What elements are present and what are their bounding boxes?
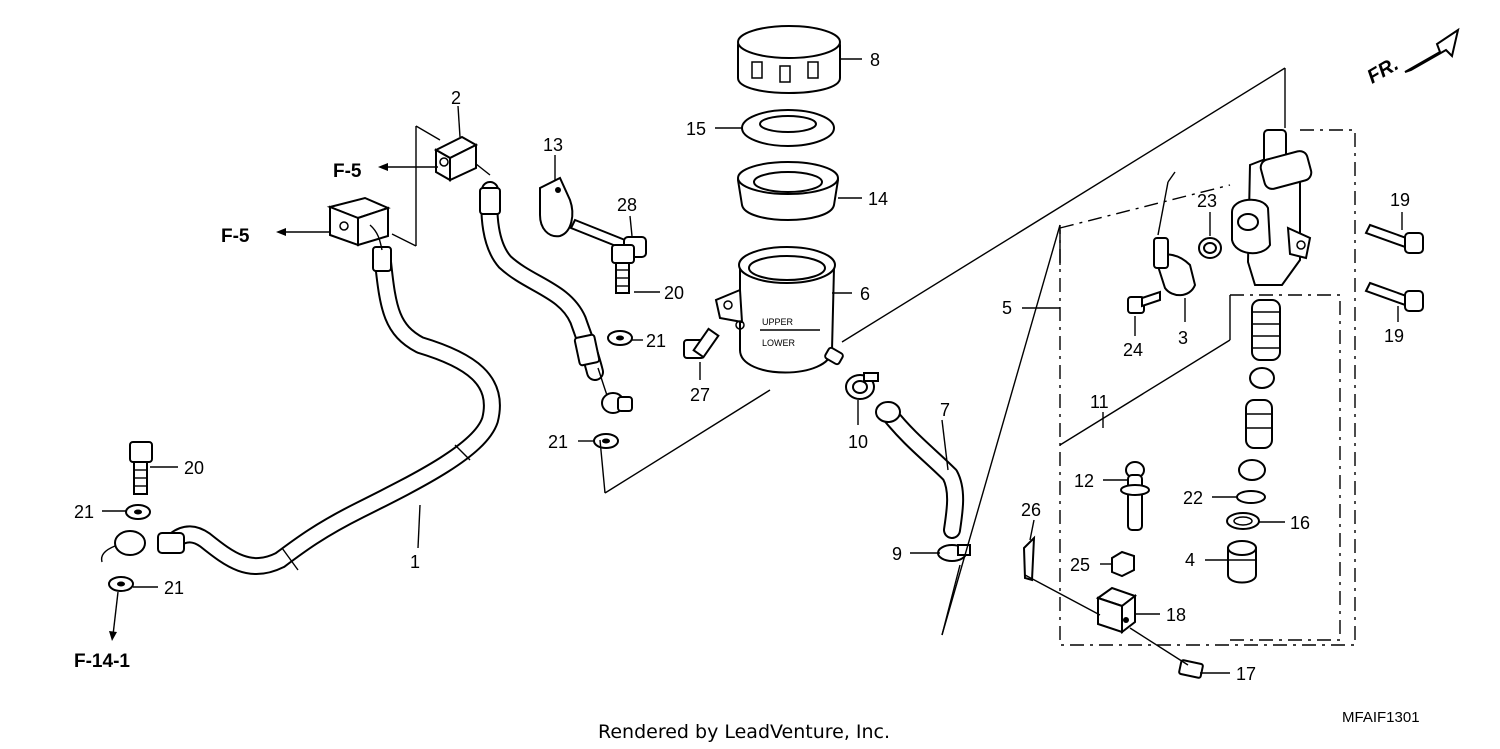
- callout-28: 28: [617, 195, 637, 215]
- reservoir-6[interactable]: UPPER LOWER: [714, 246, 844, 374]
- circlip-16[interactable]: [1226, 512, 1260, 530]
- master-cylinder-body: [1231, 129, 1313, 286]
- joint-18[interactable]: [1095, 586, 1138, 635]
- snap-ring-22[interactable]: [1236, 490, 1266, 504]
- ref-f5-upper[interactable]: F-5: [333, 161, 362, 182]
- hose-clip-10[interactable]: [845, 372, 879, 400]
- hose-2[interactable]: [470, 159, 633, 414]
- callout-18: 18: [1166, 605, 1186, 625]
- hose-clamp-13[interactable]: [539, 176, 574, 238]
- front-direction-label: FR.: [1364, 53, 1403, 88]
- callout-7: 7: [940, 400, 950, 420]
- reservoir-upper-mark: UPPER: [762, 317, 794, 327]
- callout-15: 15: [686, 119, 706, 139]
- callout-11: 11: [1090, 392, 1109, 412]
- plate-15[interactable]: [741, 109, 835, 147]
- cotter-pin-26[interactable]: [1022, 535, 1036, 582]
- hose-1[interactable]: [157, 246, 501, 576]
- reservoir-cap-8[interactable]: [737, 25, 841, 94]
- callout-21-c: 21: [74, 502, 94, 522]
- credit-text: Rendered by LeadVenture, Inc.: [598, 721, 890, 743]
- front-direction-arrow-icon: FR.: [1364, 27, 1460, 88]
- reservoir-lower-mark: LOWER: [762, 338, 796, 348]
- push-rod-12[interactable]: [1120, 461, 1150, 531]
- reservoir-hose-7[interactable]: [875, 401, 965, 539]
- mounting-bolt-19-a[interactable]: [1364, 223, 1424, 254]
- callout-20-a: 20: [664, 283, 684, 303]
- callout-19-b: 19: [1384, 326, 1404, 346]
- callout-6: 6: [860, 284, 870, 304]
- callout-labels: 1 2 3 4 5 6 7 8 9 10 11 12 13 14 15 16 1…: [74, 50, 1410, 684]
- callout-26: 26: [1021, 500, 1041, 520]
- spring-piston-set[interactable]: [1238, 299, 1281, 481]
- assembly-outline-lines: [109, 67, 1356, 666]
- callout-2: 2: [451, 88, 461, 108]
- sealing-washer-21-c[interactable]: [125, 504, 151, 520]
- callout-20-b: 20: [184, 458, 204, 478]
- callout-5: 5: [1002, 298, 1012, 318]
- ref-f14-1[interactable]: F-14-1: [74, 651, 130, 672]
- mounting-bolt-19-b[interactable]: [1364, 281, 1424, 312]
- callout-8: 8: [870, 50, 880, 70]
- screw-24[interactable]: [1127, 290, 1161, 314]
- callout-21-d: 21: [164, 578, 184, 598]
- hose-joint-3[interactable]: [1153, 181, 1197, 297]
- callout-14: 14: [868, 189, 888, 209]
- diaphragm-14[interactable]: [736, 161, 840, 221]
- banjo-bolt-20-lower[interactable]: [129, 441, 153, 495]
- callout-9: 9: [892, 544, 902, 564]
- callout-21-b: 21: [548, 432, 568, 452]
- joint-pin-17[interactable]: [1178, 659, 1204, 679]
- callout-24: 24: [1123, 340, 1143, 360]
- callout-leaders: [102, 58, 1403, 674]
- sealing-washer-21-a[interactable]: [607, 330, 633, 346]
- nut-25[interactable]: [1111, 550, 1135, 578]
- banjo-bolt-20-upper[interactable]: [611, 244, 635, 294]
- callout-27: 27: [690, 385, 710, 405]
- diagram-code: MFAIF1301: [1342, 709, 1420, 726]
- hose-clip-9[interactable]: [937, 544, 971, 562]
- reference-labels: F-5 F-5 F-14-1: [74, 161, 362, 672]
- callout-25: 25: [1070, 555, 1090, 575]
- callout-1: 1: [410, 552, 420, 572]
- callout-22: 22: [1183, 488, 1203, 508]
- sealing-washer-21-b[interactable]: [593, 433, 619, 449]
- callout-4: 4: [1185, 550, 1195, 570]
- hose-bracket-lower-left: [326, 196, 391, 251]
- callout-19-a: 19: [1390, 190, 1410, 210]
- o-ring-23[interactable]: [1198, 237, 1222, 259]
- ref-f5-lower[interactable]: F-5: [221, 226, 250, 247]
- callout-17: 17: [1236, 664, 1256, 684]
- hose-bracket-upper: [433, 135, 479, 182]
- banjo-fitting-lower: [100, 530, 146, 563]
- callout-16: 16: [1290, 513, 1310, 533]
- callout-12: 12: [1074, 471, 1094, 491]
- boot-4[interactable]: [1227, 540, 1257, 584]
- callout-13: 13: [543, 135, 563, 155]
- callout-21-a: 21: [646, 331, 666, 351]
- callout-23: 23: [1197, 191, 1217, 211]
- bolt-27[interactable]: [683, 327, 720, 359]
- sealing-washer-21-d[interactable]: [108, 576, 134, 592]
- callout-10: 10: [848, 432, 868, 452]
- callout-3: 3: [1178, 328, 1188, 348]
